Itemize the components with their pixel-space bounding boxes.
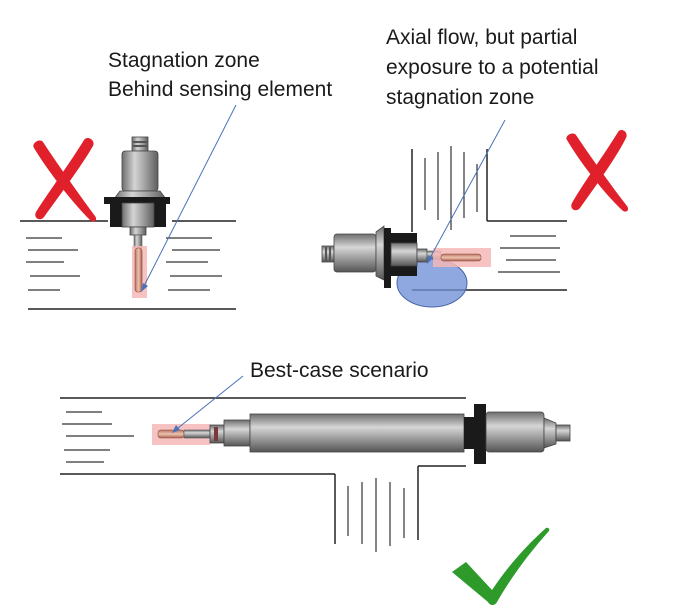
top-right-flow-lines xyxy=(424,146,560,273)
best-case-label: Best-case scenario xyxy=(250,359,429,382)
bottom-flow-lines xyxy=(62,411,405,552)
axial-flow-label-line3: stagnation zone xyxy=(386,86,535,109)
top-right-sensor xyxy=(321,225,491,288)
stagnation-label-line2: Behind sensing element xyxy=(108,78,333,101)
top-left-sensor xyxy=(104,136,170,298)
stagnation-label-line1: Stagnation zone xyxy=(108,49,260,72)
red-x-icon xyxy=(566,129,629,212)
top-left-flow-lines xyxy=(26,237,222,291)
bottom-pipe xyxy=(60,397,466,544)
bottom-leader-line xyxy=(177,375,244,429)
red-x-icon xyxy=(33,137,97,222)
top-right-leader-arrowhead xyxy=(427,255,433,264)
green-check-icon xyxy=(452,527,550,605)
top-right-pipe xyxy=(411,149,567,291)
axial-flow-label-line2: exposure to a potential xyxy=(386,56,599,79)
bottom-leader-arrowhead xyxy=(172,425,180,433)
top-right-leader-line xyxy=(429,119,506,259)
top-left-pipe xyxy=(20,220,236,310)
bottom-sensor xyxy=(152,404,571,464)
axial-flow-label-line1: Axial flow, but partial xyxy=(386,26,578,49)
top-left-leader-line xyxy=(143,104,237,287)
top-left-leader-arrowhead xyxy=(141,283,148,292)
